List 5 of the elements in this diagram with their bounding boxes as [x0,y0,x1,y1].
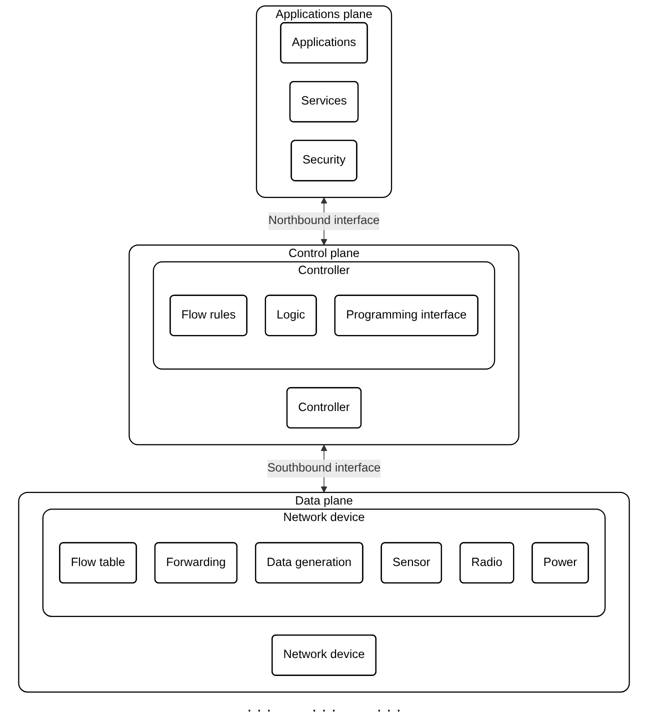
edge-label: Northbound interface [268,214,380,228]
ellipsis-label: · · · [376,702,402,720]
ellipsis-label: · · · [246,702,272,720]
ellipsis-label: · · · [312,702,336,720]
edge-label: Southbound interface [267,462,381,475]
